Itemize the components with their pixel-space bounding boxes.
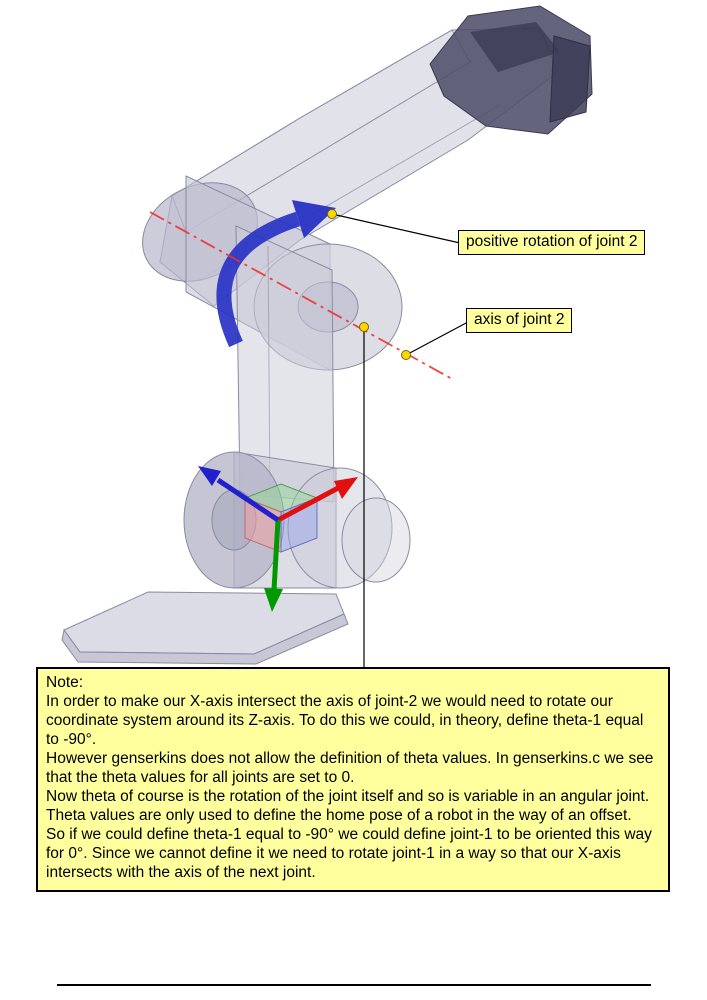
- green-axis-arrow: [264, 519, 283, 612]
- base-plate-top: [63, 591, 345, 655]
- note-paragraph: Now theta of course is the rotation of t…: [46, 788, 650, 824]
- red-axis-arrow: [276, 477, 358, 523]
- end-effector-inner-facet: [470, 22, 560, 72]
- axis-markers: [327, 209, 411, 360]
- callout-positive-rotation: positive rotation of joint 2: [458, 230, 646, 255]
- rotation-arrow-icon: [216, 200, 336, 348]
- coordinate-frame: [198, 466, 358, 612]
- note-box: Note: In order to make our X-axis inters…: [36, 667, 670, 892]
- footer-rule: [57, 984, 651, 986]
- torso-edge-line: [267, 245, 271, 495]
- note-paragraph: So if we could define theta-1 equal to -…: [46, 826, 652, 881]
- axis-marker-dot: [401, 350, 411, 360]
- axis-marker-dot: [327, 209, 337, 219]
- lower-cylinder-extension: [341, 497, 411, 583]
- note-title: Note:: [46, 674, 84, 691]
- axis-marker-dot: [359, 322, 369, 332]
- base-plate-front: [61, 613, 349, 665]
- note-paragraph: However genserkins does not allow the de…: [46, 750, 654, 786]
- leader-line-axis: [405, 321, 469, 356]
- note-paragraph: In order to make our X-axis intersect th…: [46, 693, 644, 748]
- callout-axis-of-joint: axis of joint 2: [466, 308, 573, 333]
- blue-axis-arrow: [198, 466, 280, 523]
- leader-lines: [331, 213, 469, 667]
- leader-line-rotation: [331, 213, 461, 244]
- end-effector-side-block: [549, 35, 591, 123]
- robot-body: [61, 5, 593, 665]
